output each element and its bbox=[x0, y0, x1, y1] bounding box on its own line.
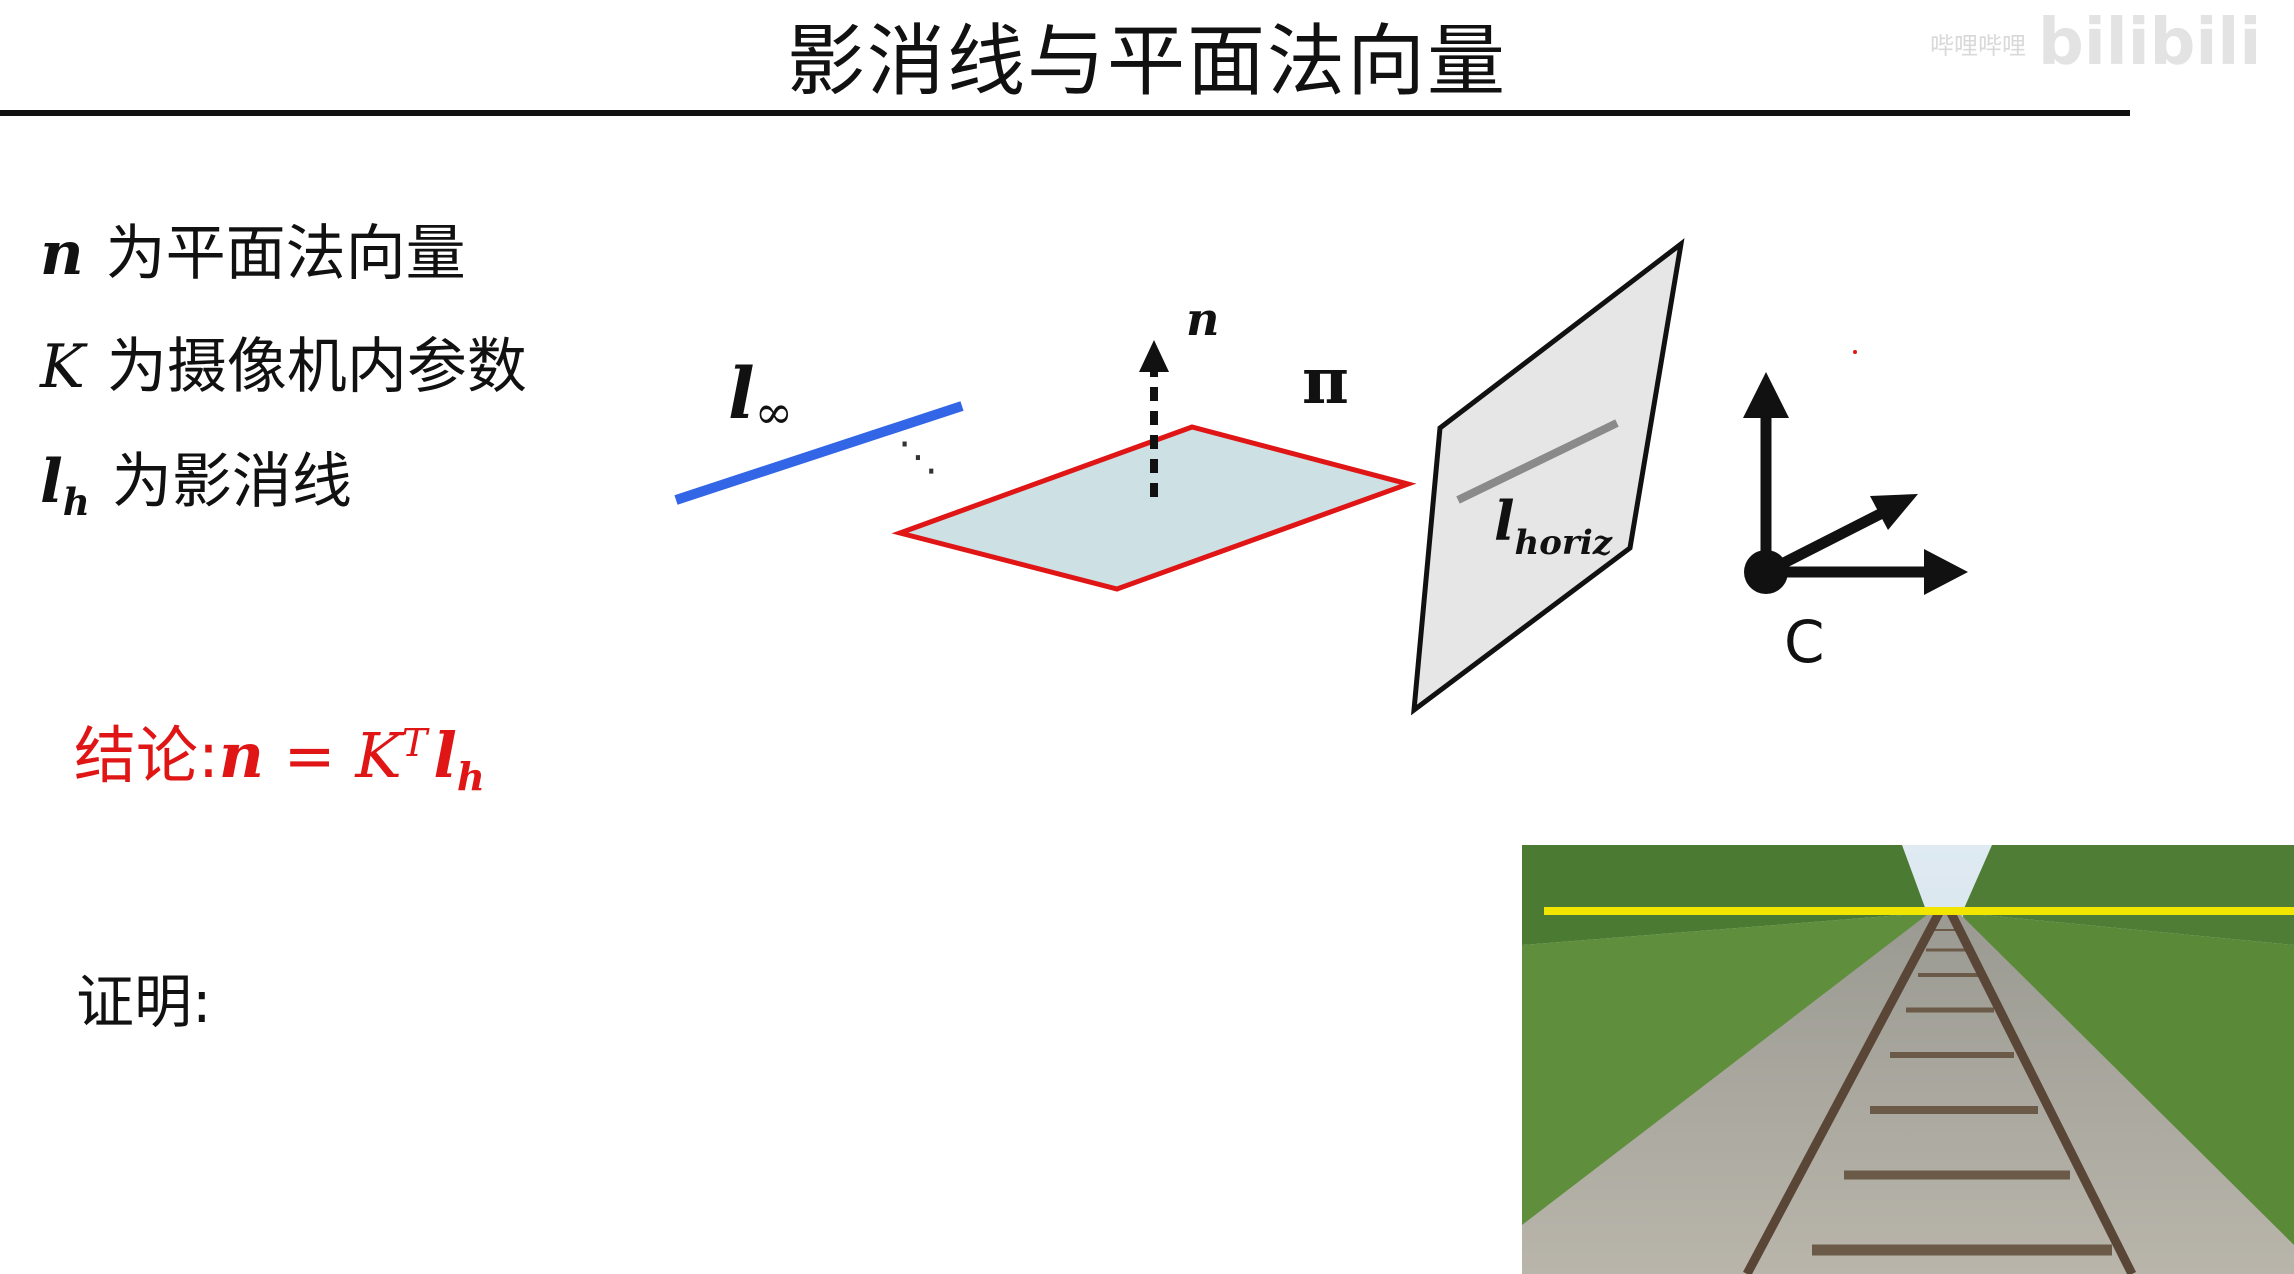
ground-plane bbox=[891, 424, 1417, 592]
formula-equals: = bbox=[263, 719, 356, 792]
photo-gravel bbox=[1522, 911, 2294, 1274]
photo-rail-left bbox=[1743, 908, 1944, 1274]
camera-center bbox=[1744, 550, 1788, 594]
definition-text: 为平面法向量 bbox=[105, 219, 466, 289]
l-infinity-label: l∞ bbox=[728, 352, 793, 439]
slide-title: 影消线与平面法向量 bbox=[786, 17, 1507, 107]
title-divider bbox=[0, 110, 2130, 116]
formula-n: n bbox=[218, 719, 264, 792]
camera-center-label: C bbox=[1784, 608, 1825, 676]
image-plane bbox=[1410, 238, 1685, 716]
camera-axis-y-arrow bbox=[1743, 372, 1789, 418]
bilibili-logo: bilibili bbox=[2038, 6, 2262, 80]
bilibili-watermark: 哔哩哔哩 bilibili bbox=[1930, 6, 2270, 80]
railway-track-photo bbox=[1522, 845, 2294, 1274]
camera-axis-z-arrow bbox=[1870, 494, 1918, 530]
watermark-small-text: 哔哩哔哩 bbox=[1930, 31, 2026, 60]
l-horiz-label: lhoriz bbox=[1494, 489, 1613, 563]
definition-text: 为影消线 bbox=[111, 447, 352, 517]
conclusion-formula: 结论: n = KT lh bbox=[74, 705, 485, 801]
definition-n: n 为平面法向量 bbox=[40, 205, 466, 292]
formula-k: KT bbox=[355, 719, 428, 792]
camera-axis-x-arrow bbox=[1924, 549, 1968, 595]
photo-sleepers bbox=[1812, 929, 2112, 1256]
horizon-line-image bbox=[1456, 419, 1619, 504]
formula-lh: lh bbox=[433, 719, 485, 801]
conclusion-prefix: 结论: bbox=[74, 719, 219, 792]
symbol-k: K bbox=[40, 332, 85, 402]
ellipsis-dots: ⋱ bbox=[898, 434, 938, 480]
symbol-n: n bbox=[40, 219, 84, 289]
red-speck bbox=[1853, 350, 1857, 354]
normal-label: n bbox=[1186, 292, 1219, 346]
photo-rail-right bbox=[1945, 908, 2137, 1274]
definition-lh: lh 为影消线 bbox=[40, 433, 352, 525]
symbol-lh: lh bbox=[40, 447, 90, 525]
photo-trees-right bbox=[1962, 845, 2294, 945]
photo-trees-left bbox=[1522, 845, 1927, 945]
definition-k: K 为摄像机内参数 bbox=[40, 318, 527, 405]
proof-label: 证明: bbox=[76, 968, 212, 1036]
definition-text: 为摄像机内参数 bbox=[106, 332, 527, 402]
vanishing-line-diagram: l∞ ⋱ n π lhoriz C bbox=[674, 238, 1968, 716]
plane-pi-label: π bbox=[1302, 344, 1349, 419]
normal-arrow-head bbox=[1139, 340, 1169, 372]
line-at-infinity bbox=[674, 401, 964, 505]
camera-axis-z bbox=[1763, 503, 1895, 577]
